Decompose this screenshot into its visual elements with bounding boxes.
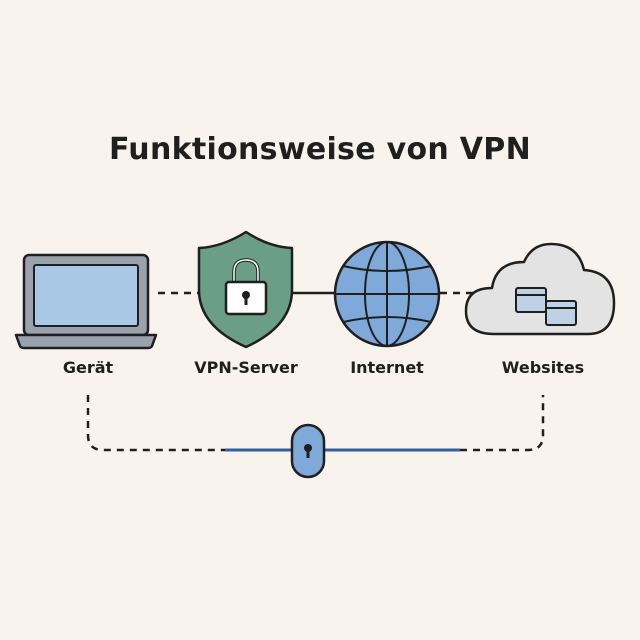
globe-icon [333,240,441,348]
shield-lock-icon [197,230,294,349]
laptop-icon [14,253,158,350]
tunnel-path-right [460,395,545,452]
cloud-icon [464,242,616,336]
node-label-websites: Websites [501,358,585,377]
node-label-internet: Internet [350,358,424,377]
diagram-title: Funktionsweise von VPN [109,132,531,167]
tunnel-lock-icon [290,423,326,479]
tunnel-path-left [86,395,225,452]
node-label-device: Gerät [62,358,114,377]
node-label-vpn-server: VPN-Server [194,358,298,377]
